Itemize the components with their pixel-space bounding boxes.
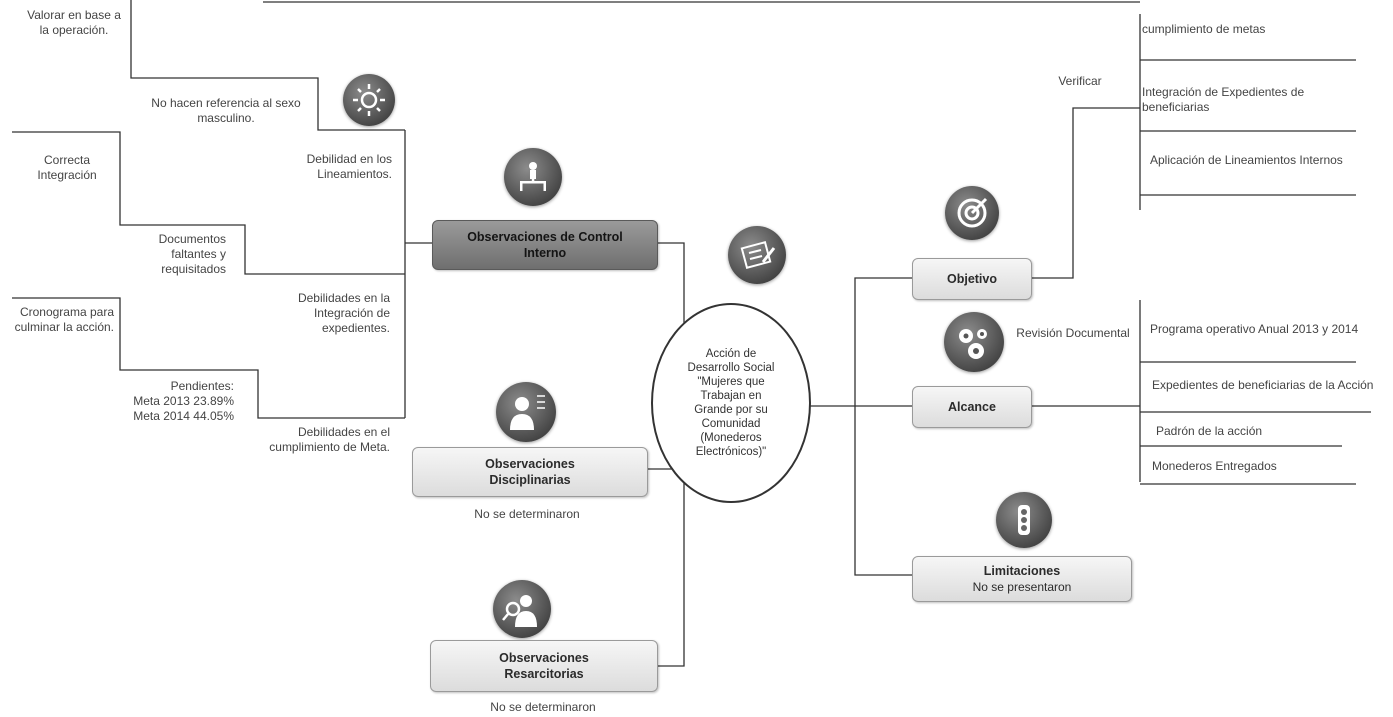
- label-integracion-expedientes: Debilidades en la Integración de expedie…: [297, 291, 390, 335]
- disciplinarias-title: Observaciones Disciplinarias: [485, 457, 575, 487]
- resarcitorias-box: Observaciones Resarcitorias: [430, 640, 658, 692]
- alcance-box: Alcance: [912, 386, 1032, 428]
- alcance-title: Alcance: [948, 400, 996, 414]
- objetivo-item-2: Integración de Expedientes de beneficiar…: [1142, 85, 1305, 114]
- alcance-item-4: Monederos Entregados: [1152, 459, 1277, 473]
- control-interno-box: Observaciones de Control Interno: [432, 220, 658, 270]
- traffic-light-icon: [996, 492, 1052, 548]
- magnifier-person-icon: [493, 580, 551, 638]
- hierarchy-icon: [504, 148, 562, 206]
- label-debilidad-lineamientos: Debilidad en los Lineamientos.: [306, 152, 392, 181]
- center-node: Acción de Desarrollo Social "Mujeres que…: [651, 303, 811, 503]
- lightbulb-icon: [343, 74, 395, 126]
- detail-sexo-masculino: No hacen referencia al sexo masculino.: [151, 96, 301, 125]
- detail-pendientes: Pendientes: Meta 2013 23.89% Meta 2014 4…: [133, 379, 234, 423]
- limitaciones-note: No se presentaron: [972, 580, 1072, 594]
- alcance-item-2: Expedientes de beneficiarias de la Acció…: [1152, 378, 1374, 392]
- checklist-icon: [728, 226, 786, 284]
- objetivo-box: Objetivo: [912, 258, 1032, 300]
- gears-icon: [944, 312, 1004, 372]
- objetivo-verb: Verificar: [1058, 74, 1102, 88]
- target-icon: [945, 186, 999, 240]
- detail-documentos-faltantes: Documentos faltantes y requisitados: [158, 232, 226, 276]
- objetivo-title: Objetivo: [946, 272, 997, 286]
- control-interno-title: Observaciones de Control Interno: [467, 230, 623, 260]
- resarcitorias-title: Observaciones Resarcitorias: [499, 651, 589, 681]
- alcance-item-3: Padrón de la acción: [1156, 424, 1263, 438]
- objetivo-item-1: cumplimiento de metas: [1142, 22, 1266, 36]
- center-title: Acción de Desarrollo Social "Mujeres que…: [687, 348, 775, 458]
- action-correcta-integracion: Correcta Integración: [37, 153, 97, 182]
- resarcitorias-note: No se determinaron: [490, 700, 596, 714]
- limitaciones-title: Limitaciones: [983, 564, 1061, 578]
- action-valorar: Valorar en base a la operación.: [27, 8, 121, 37]
- alcance-verb: Revisión Documental: [1016, 326, 1130, 340]
- action-cronograma: Cronograma para culminar la acción.: [14, 305, 114, 334]
- objetivo-item-3: Aplicación de Lineamientos Internos: [1150, 153, 1343, 167]
- disciplinarias-box: Observaciones Disciplinarias: [412, 447, 648, 497]
- limitaciones-box: Limitaciones No se presentaron: [912, 556, 1132, 602]
- person-checklist-icon: [496, 382, 556, 442]
- disciplinarias-note: No se determinaron: [474, 507, 580, 521]
- alcance-item-1: Programa operativo Anual 2013 y 2014: [1150, 322, 1359, 336]
- label-cumplimiento-meta: Debilidades en el cumplimiento de Meta.: [269, 425, 390, 454]
